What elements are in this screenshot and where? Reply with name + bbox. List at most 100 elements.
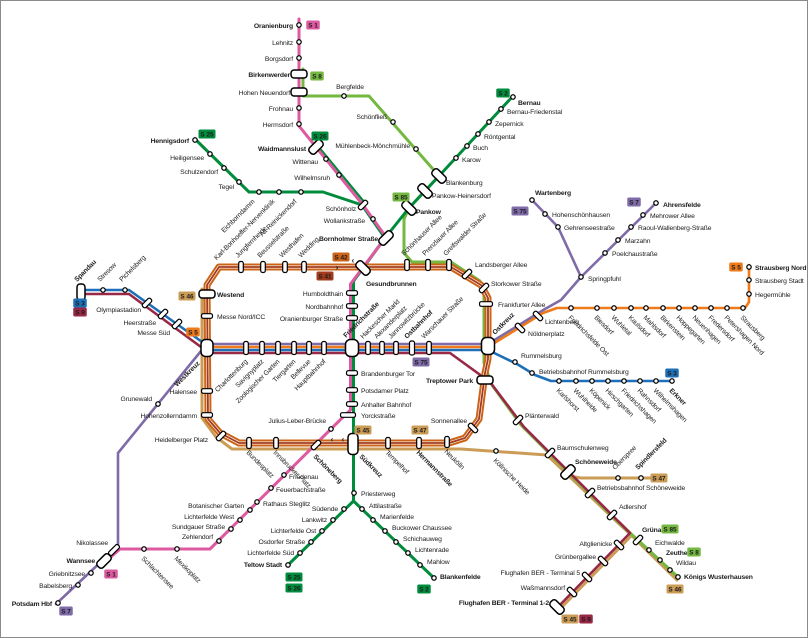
station-treptower-park	[476, 375, 494, 385]
badge-box	[729, 262, 743, 272]
station-wannsee	[96, 553, 112, 569]
station-strausberg-nord	[746, 264, 752, 270]
station-karlshorst	[556, 378, 562, 384]
station-label-sonnenallee: Sonnenallee	[431, 418, 468, 425]
badge-box	[661, 524, 679, 534]
station-label-blankenfelde: Blankenfelde	[440, 574, 481, 581]
station-label-bergfelde: Bergfelde	[336, 84, 364, 91]
station-label-frankfurter-allee: Frankfurter Allee	[498, 302, 546, 309]
station-label-wildau: Wildau	[676, 560, 696, 567]
station-neuenhagen	[692, 305, 698, 311]
badge-box	[285, 572, 303, 582]
station-eichborndamm	[256, 189, 262, 195]
badge-box	[417, 584, 431, 594]
station-label-wartenberg: Wartenberg	[535, 190, 571, 197]
station-spindlersfeld	[638, 475, 644, 481]
station-label-pankow: Pankow	[416, 209, 442, 216]
station-wuhletal	[611, 305, 617, 311]
station-label-borgsdorf: Borgsdorf	[265, 56, 293, 63]
station-lichtenrade	[405, 550, 411, 556]
badge-s25-293: S 25	[285, 572, 303, 582]
station-label-zeuthen: Zeuthen	[666, 550, 691, 557]
station-label-rathaus-steglitz: Rathaus Steglitz	[263, 501, 311, 508]
station-jungfernheide	[238, 260, 244, 274]
station-label-wittenau: Wittenau	[292, 159, 318, 166]
badge-label: S 26	[313, 133, 327, 140]
line-s1	[102, 17, 388, 565]
station-label-humboldthain: Humboldthain	[303, 291, 344, 298]
badge-box	[332, 252, 350, 262]
badge-box	[579, 614, 593, 624]
station-label-königs-wusterhausen: Königs Wusterhausen	[684, 574, 753, 581]
station-label-osdorfer-straße: Osdorfer Straße	[259, 539, 306, 546]
badge-s7-65: S 7	[59, 606, 73, 616]
badge-s9-585: S 9	[579, 614, 593, 624]
station-feuerbachstraße	[268, 485, 274, 491]
station-röntgental	[475, 131, 481, 137]
station-mühlenbeck-mönchmühle	[413, 146, 419, 152]
station-bergfelde	[341, 93, 347, 99]
station-wuhlheide	[573, 378, 579, 384]
station-buckower-chaussee	[382, 528, 388, 534]
badge-box	[285, 583, 303, 593]
station-label-hohen-neuendorf: Hohen Neuendorf	[239, 90, 291, 97]
station-hegermühle	[746, 291, 752, 297]
station-label-pankow-heinersdorf: Pankow-Heinersdorf	[432, 193, 491, 200]
station-label-priesterweg: Priesterweg	[361, 491, 396, 498]
station-kaulsdorf	[628, 305, 634, 311]
station-borgsdorf	[296, 55, 302, 61]
badge-s2-423: S 2	[417, 584, 431, 594]
station-label-pichelsberg: Pichelsberg	[118, 254, 147, 283]
station-messe-nord-icc	[200, 313, 214, 319]
station-gehrenseestraße	[555, 224, 561, 230]
station-griebnitzsee	[88, 570, 94, 576]
station-hackescher-markt	[365, 340, 371, 356]
station-humboldthain	[345, 290, 359, 296]
station-beusselstraße	[260, 260, 266, 274]
station-label-potsdam-hbf: Potsdam Hbf	[12, 601, 53, 608]
station-label-birkenwerder: Birkenwerder	[248, 72, 290, 79]
station-pankow-heinersdorf	[417, 183, 433, 199]
station-label-grunewald: Grunewald	[120, 396, 152, 403]
station-hermannstraße	[416, 436, 422, 450]
station-potsdamer-platz	[345, 387, 359, 393]
badge-s8-693: S 8	[687, 547, 701, 557]
station-label-bornholmer-straße: Bornholmer Straße	[319, 236, 378, 243]
station-label-anhalter-bahnhof: Anhalter Bahnhof	[361, 402, 411, 409]
station-label-bernau: Bernau	[518, 100, 541, 107]
station-grünau	[632, 534, 644, 546]
station-waßmannsdorf	[566, 586, 578, 598]
station-label-lankwitz: Lankwitz	[302, 517, 328, 524]
station-label-hohenzollerndamm: Hohenzollerndamm	[140, 413, 197, 420]
badge-label: S 9	[75, 309, 85, 316]
station-mehrower-allee	[640, 212, 646, 218]
station-wartenberg	[529, 197, 535, 203]
badge-label: S 75	[513, 208, 527, 215]
station-bernau	[510, 94, 516, 100]
badge-s85-400: S 85	[392, 192, 410, 202]
station-landsberger-allee	[461, 268, 473, 280]
station-label-plänterwald: Plänterwald	[525, 413, 559, 420]
station-marzahn	[615, 237, 621, 243]
badge-label: S 1	[308, 22, 318, 29]
station-bornholmer-straße	[378, 230, 394, 246]
station-label-bundesplatz: Bundesplatz	[245, 449, 276, 480]
badge-s47-658: S 47	[650, 473, 668, 483]
station-wildau	[667, 567, 673, 573]
station-zoologischer-garten	[275, 340, 281, 356]
badge-box	[306, 20, 320, 30]
badge-label: S 8	[689, 549, 699, 556]
station-label-tempelhof: Tempelhof	[384, 449, 410, 475]
station-grünbergallee	[597, 555, 609, 567]
badge-s5-192: S 5	[186, 327, 200, 337]
station-label-spindlersfeld: Spindlersfeld	[634, 437, 668, 471]
station-potsdam-hbf	[55, 600, 61, 606]
badge-label: S 3	[75, 300, 85, 307]
badge-s46-674: S 46	[666, 584, 684, 594]
station-blankenburg	[431, 168, 447, 184]
station-ostkreuz	[480, 336, 496, 356]
station-friedrichstraße	[344, 338, 360, 358]
station-raoul-wallenberg-straße	[628, 224, 634, 230]
station-oranienburg	[296, 22, 302, 28]
station-brandenburger-tor	[345, 370, 359, 376]
